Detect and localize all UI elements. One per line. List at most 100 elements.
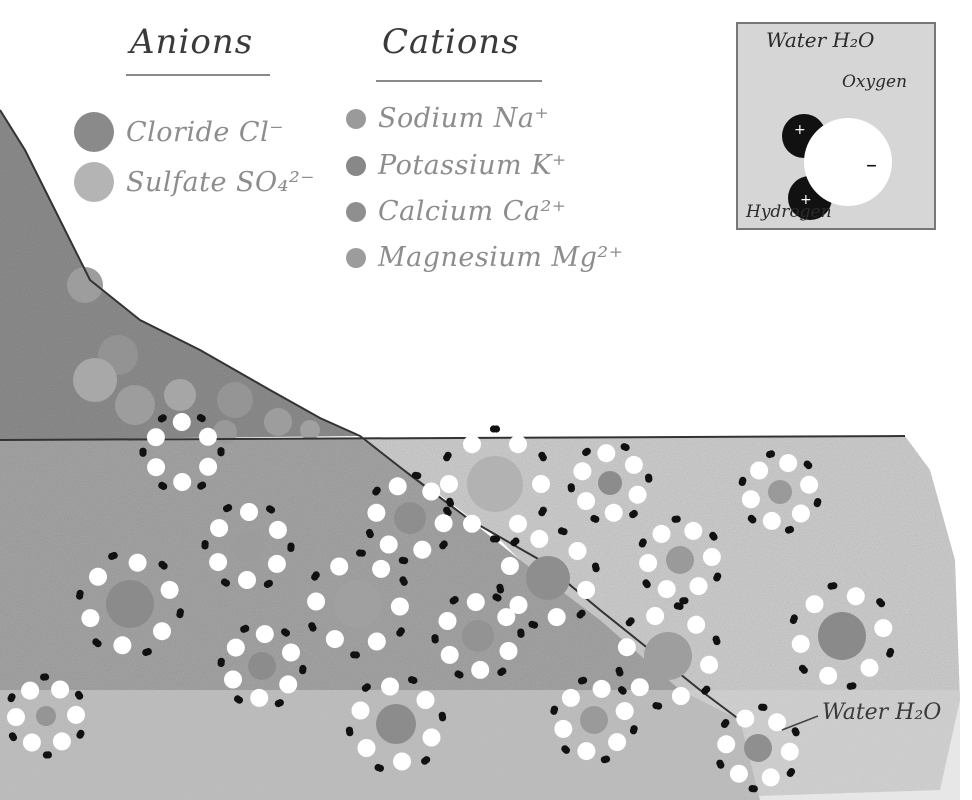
water-hydrogen — [578, 610, 585, 617]
water-oxygen — [658, 580, 676, 598]
water-hydrogen — [540, 454, 547, 461]
water-oxygen — [573, 462, 591, 480]
water-hydrogen — [758, 704, 765, 711]
water-hydrogen — [558, 527, 565, 534]
water-hydrogen — [766, 451, 773, 458]
water-hydrogen — [412, 472, 419, 479]
water-oxygen — [173, 473, 191, 491]
water-hydrogen — [645, 476, 652, 483]
water-hydrogen — [75, 691, 82, 698]
water-hydrogen — [223, 505, 230, 512]
ion-core — [818, 612, 866, 660]
water-hydrogen — [791, 614, 798, 621]
water-oxygen — [781, 743, 799, 761]
water-oxygen — [129, 554, 147, 572]
water-hydrogen — [528, 621, 535, 628]
ion-core — [394, 502, 426, 534]
ion-core — [526, 556, 570, 600]
water-hydrogen — [439, 542, 446, 549]
water-hydrogen — [674, 602, 681, 609]
water-hydrogen — [356, 549, 363, 556]
water-oxygen — [471, 661, 489, 679]
water-hydrogen — [287, 543, 294, 550]
water-oxygen — [199, 458, 217, 476]
water-oxygen — [256, 625, 274, 643]
anion-item-sulfate: Sulfate SO₄²⁻ — [74, 162, 315, 202]
water-hydrogen — [108, 553, 115, 560]
anions-heading: Anions — [130, 22, 253, 62]
water-oxygen — [819, 667, 837, 685]
ion-core — [744, 734, 772, 762]
water-hydrogen — [242, 625, 249, 632]
water-oxygen — [509, 515, 527, 533]
water-hydrogen — [446, 498, 453, 505]
water-hydrogen — [721, 721, 728, 728]
cations-underline — [376, 80, 542, 82]
calcium-label: Calcium Ca²⁺ — [378, 196, 567, 227]
water-hydrogen — [550, 708, 557, 715]
water-hydrogen — [264, 581, 271, 588]
water-hydrogen — [223, 580, 230, 587]
sulfate-dot — [74, 162, 114, 202]
water-oxygen — [497, 608, 515, 626]
water-oxygen — [684, 522, 702, 540]
plus-sign-top: + — [794, 122, 806, 138]
water-oxygen — [7, 708, 25, 726]
water-oxygen — [440, 475, 458, 493]
water-oxygen — [847, 587, 865, 605]
water-oxygen — [393, 753, 411, 771]
water-hydrogen — [439, 712, 446, 719]
water-oxygen — [250, 689, 268, 707]
water-hydrogen — [367, 531, 374, 538]
ion-core — [376, 704, 416, 744]
water-oxygen — [800, 476, 818, 494]
water-oxygen — [380, 536, 398, 554]
water-oxygen — [53, 732, 71, 750]
water-oxygen — [608, 733, 626, 751]
ion-core — [106, 580, 154, 628]
water-oxygen — [330, 558, 348, 576]
ion-core — [580, 706, 608, 734]
water-hydrogen — [177, 608, 184, 615]
water-hydrogen — [199, 482, 206, 489]
anions-underline — [126, 74, 270, 76]
ion-core — [462, 620, 494, 652]
water-oxygen — [593, 680, 611, 698]
water-oxygen — [439, 612, 457, 630]
water-hydrogen — [401, 557, 408, 564]
water-hydrogen — [631, 510, 638, 517]
water-oxygen — [874, 619, 892, 637]
water-hydrogen — [377, 765, 384, 772]
water-oxygen — [639, 554, 657, 572]
water-hydrogen — [814, 500, 821, 507]
water-oxygen — [161, 581, 179, 599]
chloride-label: Cloride Cl⁻ — [126, 117, 284, 148]
water-oxygen — [577, 742, 595, 760]
water-hydrogen — [456, 671, 463, 678]
water-oxygen — [417, 691, 435, 709]
water-hydrogen — [158, 561, 165, 568]
water-hydrogen — [672, 516, 679, 523]
water-hydrogen — [578, 677, 585, 684]
water-hydrogen — [804, 461, 811, 468]
water-oxygen — [577, 492, 595, 510]
water-hydrogen — [423, 756, 430, 763]
water-oxygen — [307, 593, 325, 611]
water-hydrogen — [311, 574, 318, 581]
water-hydrogen — [236, 697, 243, 704]
water-oxygen — [672, 687, 690, 705]
water-oxygen — [238, 571, 256, 589]
water-hydrogen — [801, 667, 808, 674]
cations-heading: Cations — [382, 22, 520, 62]
water-hydrogen — [398, 627, 405, 634]
water-hydrogen — [644, 581, 651, 588]
cation-item-sodium: Sodium Na⁺ — [346, 103, 549, 134]
water-hydrogen — [10, 734, 17, 741]
water-hydrogen — [353, 651, 360, 658]
water-hydrogen — [631, 725, 638, 732]
water-oxygen — [153, 622, 171, 640]
water-oxygen — [653, 525, 671, 543]
inset-title: Water H₂O — [766, 28, 874, 52]
water-oxygen — [173, 413, 191, 431]
water-oxygen — [269, 521, 287, 539]
